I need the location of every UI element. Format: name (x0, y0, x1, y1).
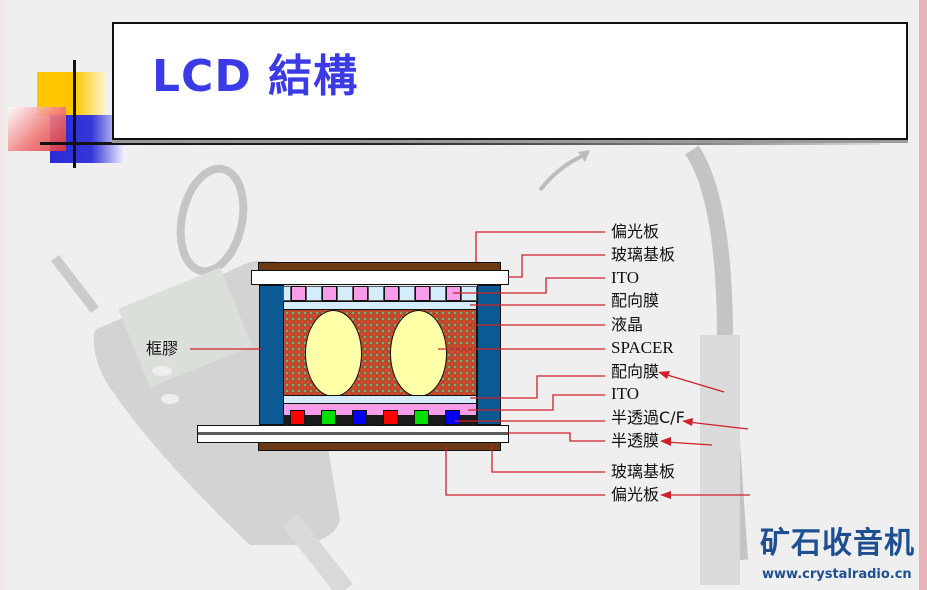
transflective-film (198, 432, 508, 435)
title-box (112, 22, 908, 140)
decor-vertical-line (73, 60, 76, 168)
label-liquid-crystal: 液晶 (611, 315, 644, 334)
color-filter-red (290, 410, 305, 425)
label-transflective-film: 半透膜 (611, 431, 660, 450)
label-bottom-ito: ITO (611, 384, 640, 403)
label-top-alignment-film: 配向膜 (611, 291, 660, 310)
label-transflective-cf: 半透過C/F (611, 408, 685, 427)
color-filter-green (321, 410, 336, 425)
watermark-logo-text: 矿石收音机 (760, 526, 915, 561)
label-top-polarizer: 偏光板 (611, 222, 660, 241)
slide-title: LCD 結構 (152, 51, 359, 102)
label-bottom-glass-substrate: 玻璃基板 (611, 462, 676, 481)
decor-horizontal-line (40, 142, 880, 145)
color-filter-red (383, 410, 398, 425)
label-top-ito: ITO (611, 268, 640, 287)
label-spacer: SPACER (611, 338, 674, 357)
label-bottom-polarizer: 偏光板 (611, 485, 660, 504)
left-edge-stripe (0, 0, 4, 590)
sealant-right (477, 285, 501, 425)
color-filter-blue (352, 410, 367, 425)
top-ito-row (283, 286, 477, 301)
black-matrix (283, 415, 477, 425)
label-bottom-alignment-film: 配向膜 (611, 362, 660, 381)
bottom-polarizer (258, 442, 501, 451)
watermark-url: www.crystalradio.cn (762, 567, 912, 582)
label-sealant: 框膠 (146, 339, 179, 358)
spacer-ball-left (305, 310, 362, 397)
color-filter-green (414, 410, 429, 425)
right-edge-stripe (919, 0, 927, 590)
label-top-glass-substrate: 玻璃基板 (611, 245, 676, 264)
